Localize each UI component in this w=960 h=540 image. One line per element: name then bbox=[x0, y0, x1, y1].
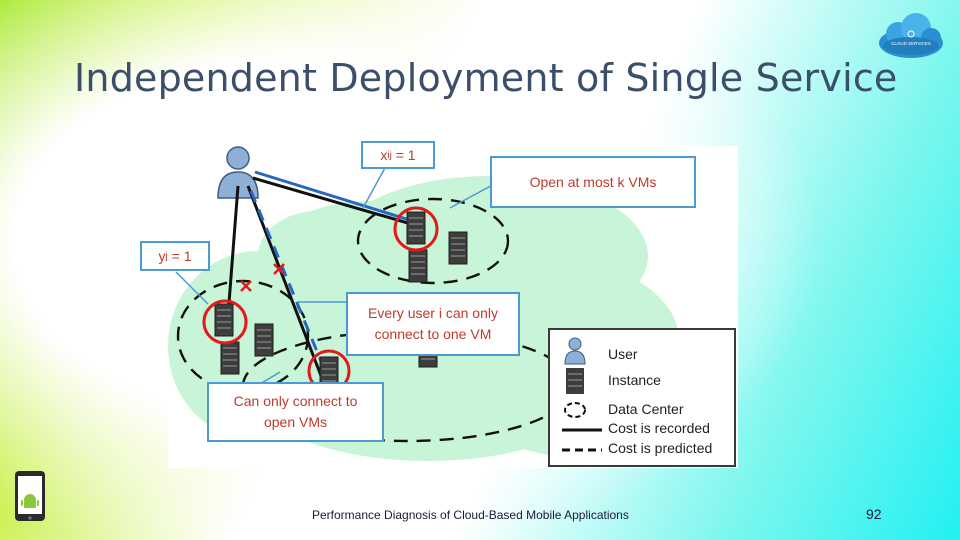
one-vm-line-2: connect to one VM bbox=[374, 326, 492, 342]
legend-instance-icon bbox=[566, 368, 584, 394]
yj-base: y bbox=[158, 247, 166, 264]
user-icon bbox=[217, 146, 259, 199]
selected-connection-line bbox=[254, 170, 417, 224]
legend-datacenter-label: Data Center bbox=[608, 401, 684, 417]
legend-instance-label: Instance bbox=[608, 372, 661, 388]
open-vms-line-2: open VMs bbox=[263, 414, 328, 430]
legend-user-icon bbox=[564, 337, 586, 365]
legend-datacenter-icon bbox=[564, 402, 586, 418]
legend-symbols bbox=[562, 337, 602, 452]
data-center-1 bbox=[356, 197, 510, 285]
recorded-cost-lines bbox=[226, 176, 419, 382]
instance-2 bbox=[448, 231, 468, 265]
open-k-text: Open at most k VMs bbox=[529, 173, 657, 190]
logo-text: CLOUD SERVICES bbox=[891, 41, 931, 46]
callout-one-vm: Every user i can only connect to one VM bbox=[346, 292, 520, 356]
callout-open-at-most-k: Open at most k VMs bbox=[490, 156, 696, 208]
instance-3 bbox=[408, 249, 428, 283]
instance-5 bbox=[254, 323, 274, 357]
legend-recorded-label: Cost is recorded bbox=[608, 420, 710, 436]
legend-predicted-label: Cost is predicted bbox=[608, 440, 713, 456]
open-vm-2 bbox=[202, 299, 248, 345]
xij-base: x bbox=[380, 146, 388, 163]
cloud-services-logo: CLOUD SERVICES bbox=[879, 13, 943, 58]
one-vm-line-1: Every user i can only bbox=[368, 305, 498, 321]
open-vms-line-1: Can only connect to bbox=[233, 393, 358, 409]
legend: User Instance Data Center Cost is record… bbox=[548, 328, 736, 467]
xij-subscript: ij bbox=[387, 149, 392, 161]
legend-user-label: User bbox=[608, 346, 638, 362]
slide-footer: Performance Diagnosis of Cloud-Based Mob… bbox=[312, 508, 629, 522]
page-number: 92 bbox=[866, 506, 882, 522]
instance-1 bbox=[406, 211, 426, 245]
instance-6 bbox=[220, 341, 240, 375]
rejected-markers bbox=[240, 263, 285, 292]
yj-subscript: j bbox=[165, 250, 168, 262]
predicted-cost-line bbox=[249, 190, 325, 367]
open-vm-1 bbox=[393, 206, 439, 252]
callout-open-vms: Can only connect to open VMs bbox=[207, 382, 384, 442]
xij-rest: = 1 bbox=[391, 146, 416, 163]
android-phone-icon bbox=[15, 471, 45, 521]
instance-4 bbox=[214, 303, 234, 337]
yj-rest: = 1 bbox=[167, 247, 192, 264]
slide-title: Independent Deployment of Single Service bbox=[74, 56, 898, 100]
